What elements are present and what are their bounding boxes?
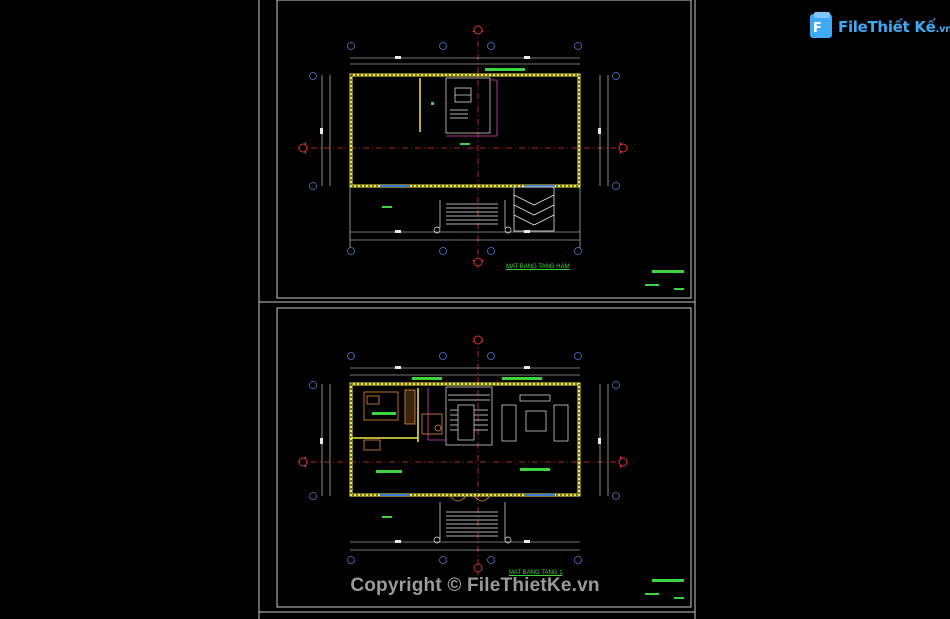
filethietke-logo: F FileThiết Kế.vn xyxy=(808,10,950,44)
svg-text:F: F xyxy=(813,21,822,36)
basement-plan-title: MAT BANG TANG HAM xyxy=(506,264,570,270)
ground-floor-plan-title: MAT BANG TANG 1 xyxy=(509,570,563,576)
logo-text: FileThiết Kế xyxy=(838,18,936,36)
file-folder-icon: F xyxy=(810,12,832,38)
ground-floor-plan xyxy=(298,335,628,575)
drawing-frames xyxy=(258,0,696,619)
title-block-top xyxy=(645,270,684,290)
logo-domain: .vn xyxy=(935,24,950,35)
copyright-watermark: Copyright © FileThietKe.vn xyxy=(350,575,600,596)
logo-wordmark: FileThiết Kế.vn xyxy=(838,18,950,36)
title-block-bottom xyxy=(645,579,684,599)
basement-plan xyxy=(298,25,628,268)
